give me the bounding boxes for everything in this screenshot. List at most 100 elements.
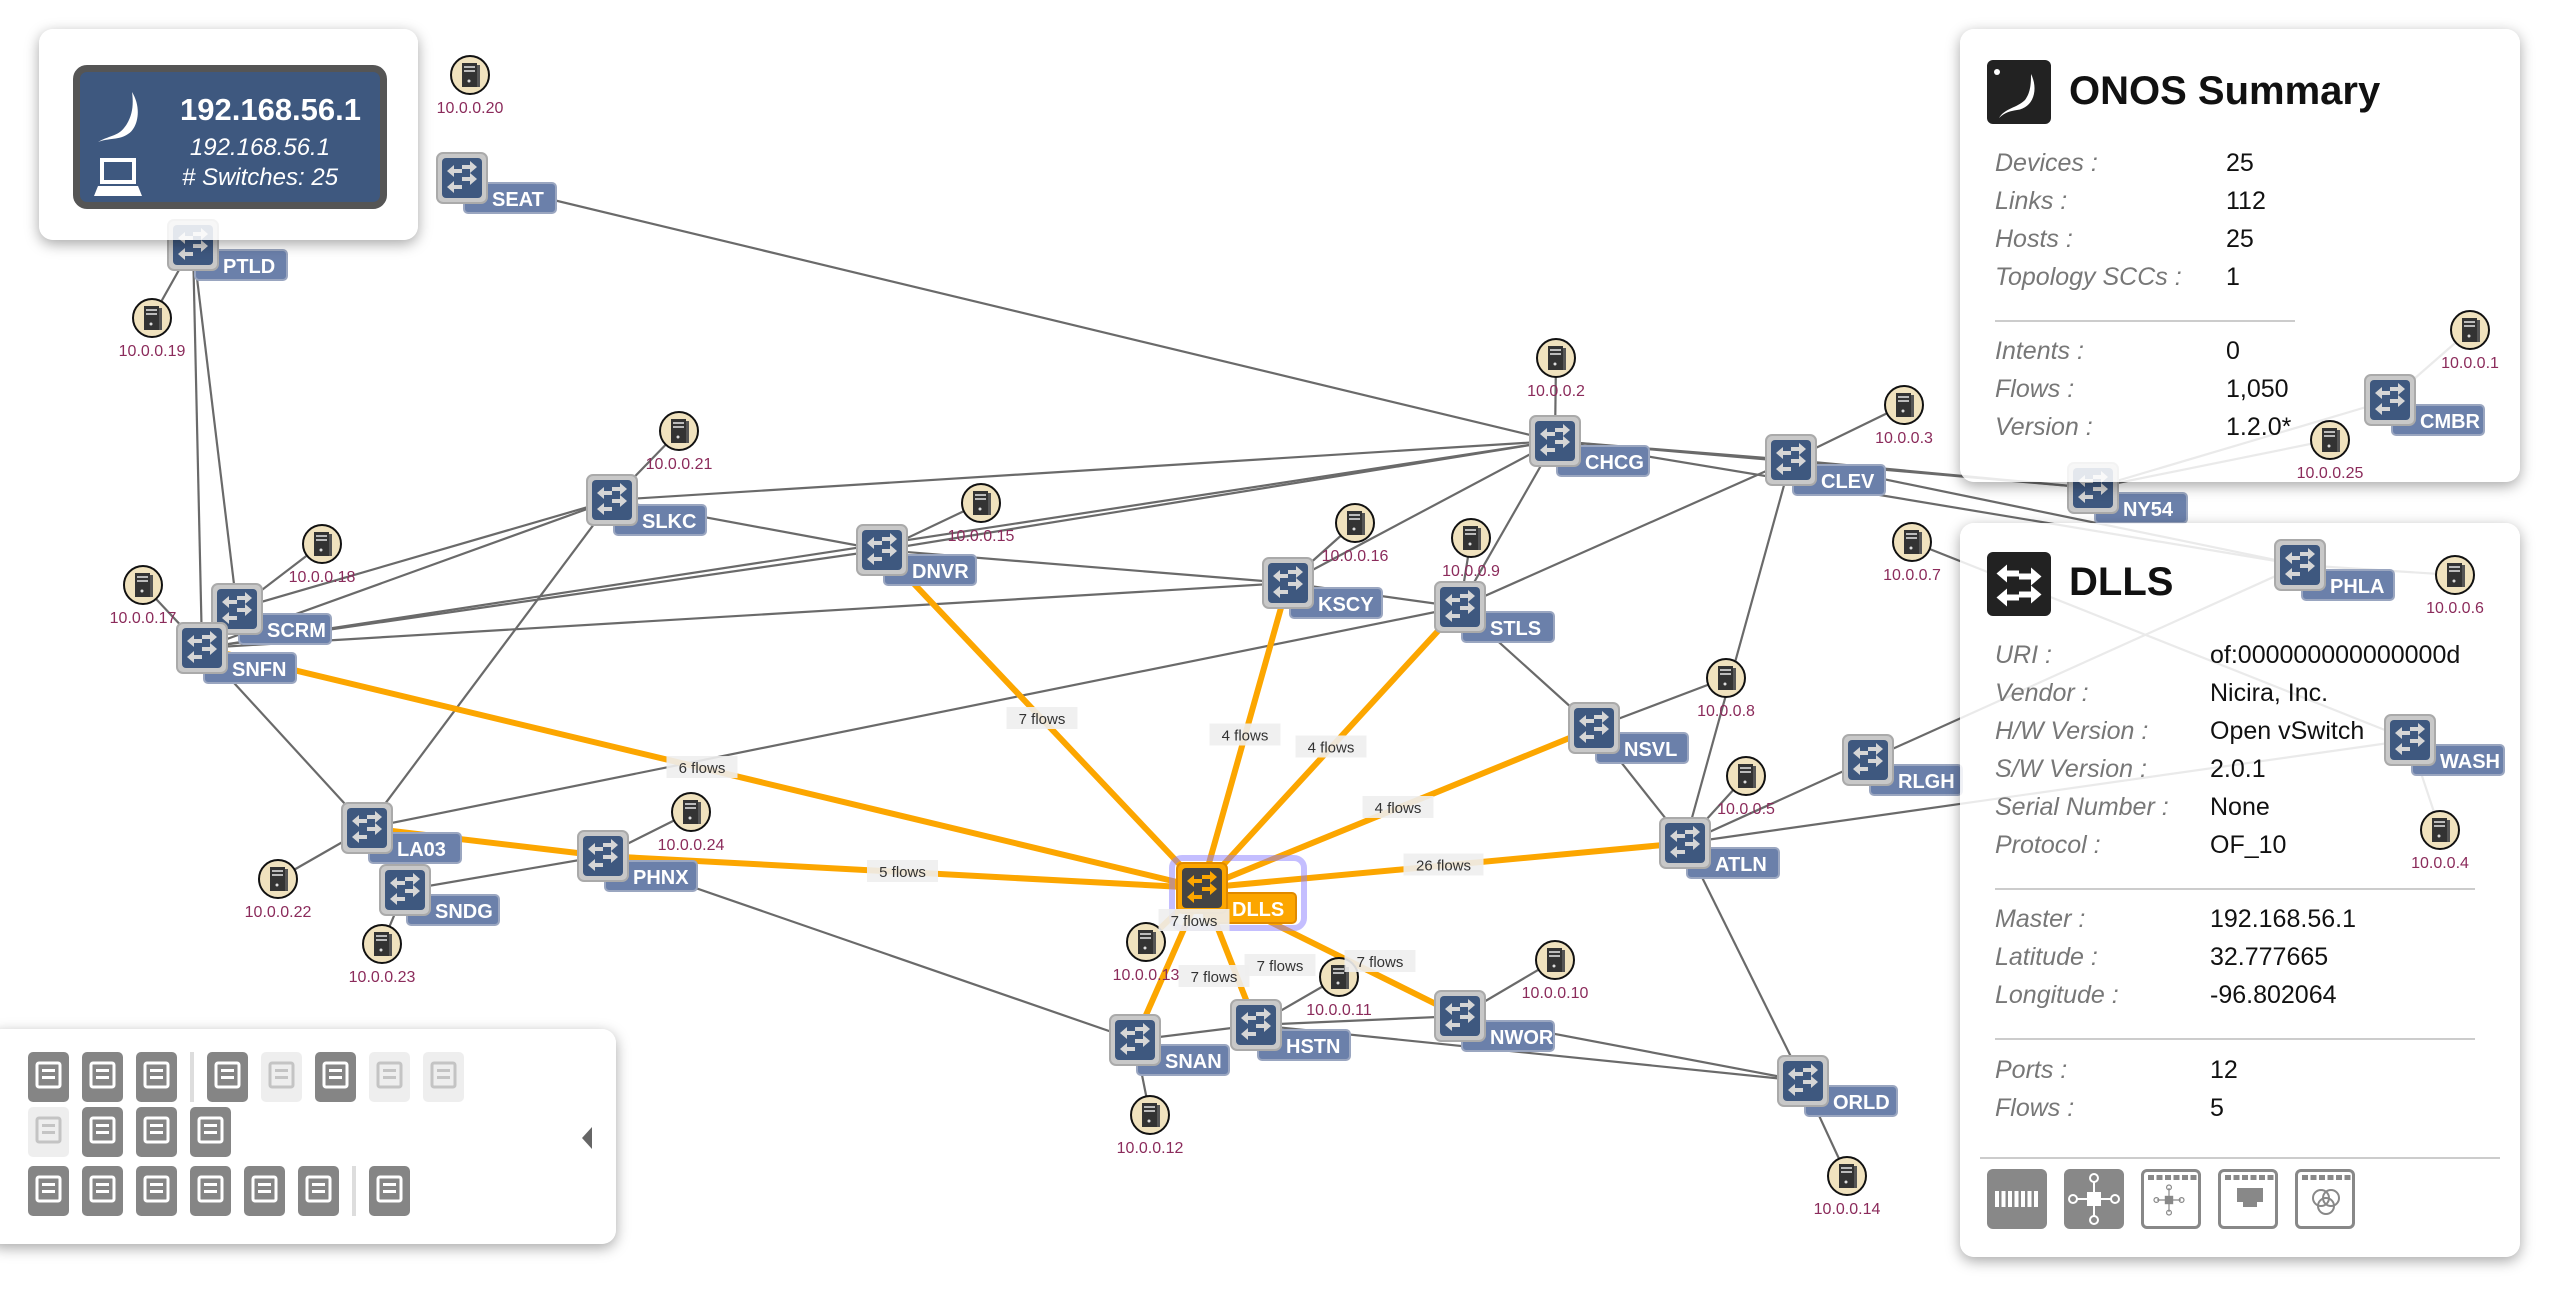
switch-node-hstn[interactable]: HSTN: [1230, 999, 1351, 1061]
ports-view-button[interactable]: [1987, 1169, 2047, 1229]
link-STLS-LA03[interactable]: [366, 605, 1461, 830]
switch-node-stls[interactable]: STLS: [1434, 581, 1555, 643]
onos-instance-card[interactable]: 192.168.56.1 192.168.56.1 # Switches: 25: [73, 65, 387, 209]
property-value: 32.777665: [2210, 943, 2329, 971]
host-node[interactable]: 10.0.0.2: [1527, 338, 1585, 400]
switch-node-sndg[interactable]: SNDG: [379, 864, 500, 926]
layer-toggle-button[interactable]: [28, 1107, 69, 1157]
host-node[interactable]: 10.0.0.8: [1697, 658, 1755, 720]
device-flows-button[interactable]: [298, 1166, 339, 1216]
switch-node-slkc[interactable]: SLKC: [586, 474, 707, 536]
property-value: 12: [2210, 1056, 2238, 1084]
monitor-ports-button[interactable]: [190, 1166, 231, 1216]
switch-node-chcg[interactable]: CHCG: [1529, 415, 1650, 477]
instance-panel-button[interactable]: [82, 1052, 123, 1102]
host-node[interactable]: 10.0.0.16: [1322, 503, 1389, 565]
switch-node-atln[interactable]: ATLN: [1659, 817, 1780, 879]
host-node[interactable]: 10.0.0.14: [1814, 1156, 1881, 1218]
host-node[interactable]: 10.0.0.10: [1522, 940, 1589, 1002]
link-SNDG-PHNX[interactable]: [404, 854, 604, 892]
link-STLS-CHCG[interactable]: [1459, 440, 1556, 608]
host-node[interactable]: 10.0.0.25: [2297, 420, 2364, 482]
background-map-button[interactable]: [369, 1052, 410, 1102]
switch-node-orld[interactable]: ORLD: [1777, 1055, 1898, 1117]
switch-node-dnvr[interactable]: DNVR: [856, 524, 977, 586]
host-node[interactable]: 10.0.0.5: [1717, 756, 1775, 818]
host-label: 10.0.0.21: [646, 456, 713, 473]
next-intent-button[interactable]: [136, 1166, 177, 1216]
prev-intent-button[interactable]: [82, 1166, 123, 1216]
switch-node-seat[interactable]: SEAT: [436, 152, 557, 214]
all-traffic-button[interactable]: [244, 1166, 285, 1216]
switch-node-snfn[interactable]: SNFN: [176, 622, 297, 684]
host-node[interactable]: 10.0.0.9: [1442, 518, 1500, 580]
sprite-layer-button[interactable]: [423, 1052, 464, 1102]
property-value: OF_10: [2210, 831, 2287, 859]
link-SLKC-LA03[interactable]: [366, 499, 613, 829]
groups-button[interactable]: [2295, 1169, 2355, 1229]
switch-node-cmbr[interactable]: CMBR: [2364, 374, 2485, 436]
summary-panel-button[interactable]: [28, 1052, 69, 1102]
host-node[interactable]: 10.0.0.13: [1113, 922, 1180, 984]
related-intents-button[interactable]: [28, 1166, 69, 1216]
host-node[interactable]: 10.0.0.6: [2426, 555, 2484, 617]
link-SEAT-CHCG[interactable]: [461, 176, 1556, 443]
host-node[interactable]: 10.0.0.1: [2441, 310, 2499, 372]
host-node[interactable]: 10.0.0.3: [1875, 385, 1933, 447]
offline-devices-button[interactable]: [261, 1052, 302, 1102]
host-toggle-button[interactable]: [207, 1052, 248, 1102]
switch-node-clev[interactable]: CLEV: [1765, 434, 1886, 496]
switch-node-phnx[interactable]: PHNX: [577, 830, 698, 892]
link-CLEV-ATLN[interactable]: [1683, 459, 1793, 844]
switch-icon: [1262, 557, 1314, 609]
switch-node-la03[interactable]: LA03: [341, 802, 462, 864]
host-node[interactable]: 10.0.0.21: [646, 411, 713, 473]
switch-node-rlgh[interactable]: RLGH: [1842, 734, 1963, 796]
oblique-view-button[interactable]: [82, 1107, 123, 1157]
link-PTLD-SCRM[interactable]: [191, 244, 239, 610]
link-ATLN-RLGH[interactable]: [1684, 758, 1869, 845]
onos-logo-icon: [1987, 60, 2051, 124]
switch-node-wash[interactable]: WASH: [2384, 714, 2505, 776]
link-HSTN-NWOR[interactable]: [1255, 1014, 1461, 1027]
equalize-masters-button[interactable]: [369, 1166, 410, 1216]
switch-node-phla[interactable]: PHLA: [2274, 539, 2395, 601]
host-node[interactable]: 10.0.0.20: [437, 55, 504, 117]
link-ATLN-ORLD[interactable]: [1684, 842, 1804, 1082]
switch-node-kscy[interactable]: KSCY: [1262, 557, 1383, 619]
device-flows-button[interactable]: [2141, 1169, 2201, 1229]
host-node[interactable]: 10.0.0.17: [110, 565, 177, 627]
host-node[interactable]: 10.0.0.4: [2411, 810, 2469, 872]
switch-label: KSCY: [1318, 594, 1374, 616]
flow-label: 7 flows: [1357, 954, 1404, 971]
host-node[interactable]: 10.0.0.23: [349, 924, 416, 986]
host-node[interactable]: 10.0.0.24: [658, 792, 725, 854]
host-node[interactable]: 10.0.0.22: [245, 859, 312, 921]
link-PTLD-SNFN[interactable]: [191, 244, 204, 649]
link-DNVR-CHCG[interactable]: [881, 439, 1556, 552]
host-node[interactable]: 10.0.0.15: [948, 483, 1015, 545]
details-panel-button[interactable]: [136, 1052, 177, 1102]
port-table-button[interactable]: [2218, 1169, 2278, 1229]
port-highlight-button[interactable]: [315, 1052, 356, 1102]
flows-view-button[interactable]: [2064, 1169, 2124, 1229]
sprite-layer-icon: [430, 1061, 457, 1089]
switch-node-snan[interactable]: SNAN: [1109, 1014, 1230, 1076]
host-node[interactable]: 10.0.0.7: [1883, 522, 1941, 584]
host-node[interactable]: 10.0.0.12: [1117, 1095, 1184, 1157]
switch-node-nwor[interactable]: NWOR: [1434, 990, 1555, 1052]
cycle-labels-button[interactable]: [136, 1107, 177, 1157]
switch-node-nsvl[interactable]: NSVL: [1568, 702, 1689, 764]
switch-node-scrm[interactable]: SCRM: [211, 583, 332, 645]
property-value: 0: [2226, 337, 2240, 365]
link-KSCY-CHCG[interactable]: [1287, 440, 1556, 584]
host-node[interactable]: 10.0.0.19: [119, 298, 186, 360]
link-SNFN-KSCY[interactable]: [201, 581, 1289, 650]
toolbar-collapse-arrow-icon[interactable]: [582, 1127, 594, 1149]
zoom-to-fit-button[interactable]: [190, 1107, 231, 1157]
link-SCRM-SLKC[interactable]: [236, 498, 613, 611]
link-SLKC-CHCG[interactable]: [611, 439, 1556, 502]
link-STLS-CLEV[interactable]: [1459, 458, 1792, 609]
host-node[interactable]: 10.0.0.18: [289, 524, 356, 586]
